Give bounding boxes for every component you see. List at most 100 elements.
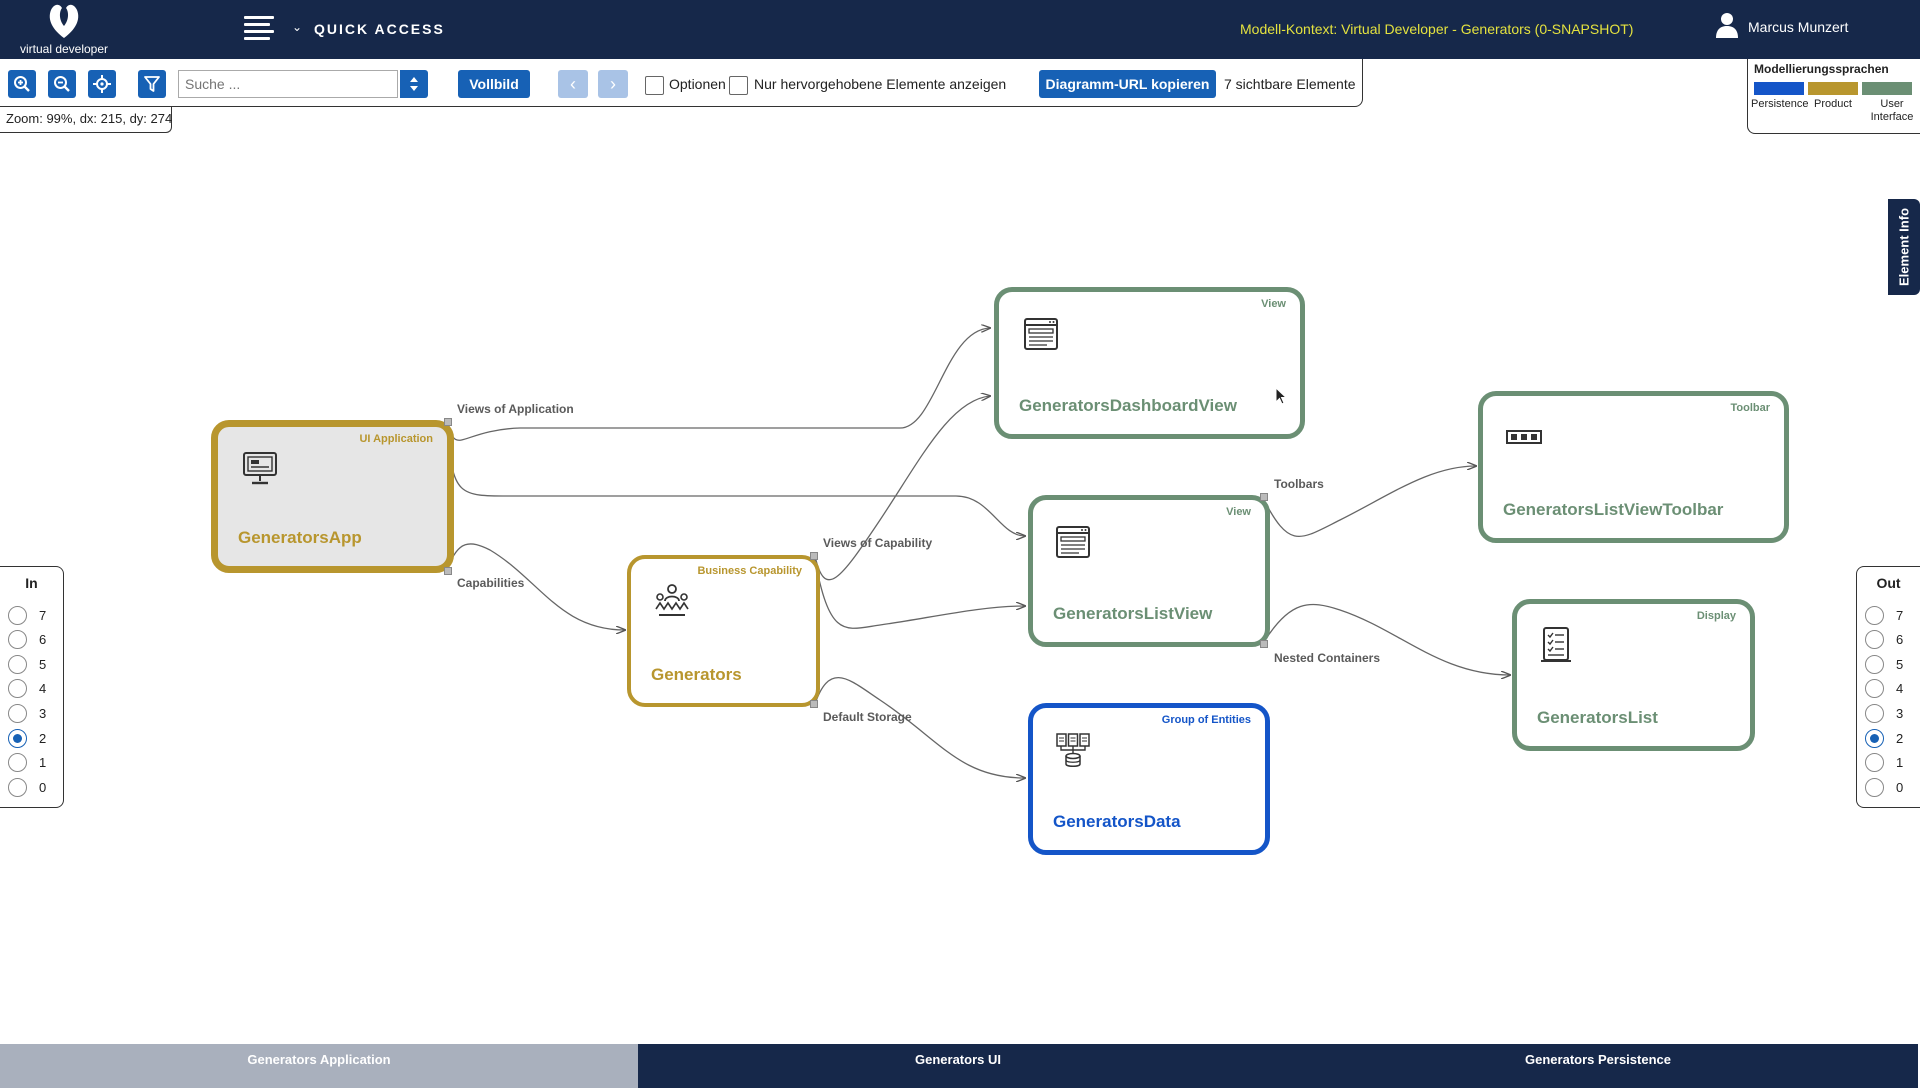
in-depth-option-7[interactable]: 7 [8,605,46,625]
out-depth-radio[interactable] [1865,753,1884,773]
edge-app-to-listview[interactable] [447,427,1025,536]
out-depth-label: 1 [1896,755,1904,771]
out-depth-radio[interactable] [1865,605,1884,625]
out-depth-radio[interactable] [1865,703,1884,723]
in-depth-option-4[interactable]: 4 [8,679,46,699]
in-depth-label: 0 [39,779,47,795]
out-depth-radio[interactable] [1865,777,1884,797]
options-checkbox[interactable] [645,76,664,95]
out-depth-option-3[interactable]: 3 [1865,703,1903,723]
edge-label-views-of-capability: Views of Capability [823,536,933,550]
node-generators-list[interactable]: Display GeneratorsList [1512,599,1755,751]
port [1260,493,1268,501]
in-depth-option-2[interactable]: 2 [8,728,46,748]
sort-arrows-icon [410,77,418,91]
edge-listview-to-toolbar[interactable] [1263,466,1476,538]
out-depth-option-5[interactable]: 5 [1865,654,1903,674]
user-name[interactable]: Marcus Munzert [1748,19,1849,35]
out-depth-title: Out [1876,575,1901,591]
ui-application-icon [243,452,277,485]
zoom-out-button[interactable] [48,70,76,98]
edge-label-default-storage: Default Storage [823,710,912,724]
out-depth-label: 6 [1896,632,1904,648]
node-name: GeneratorsData [1053,812,1181,831]
out-depth-option-0[interactable]: 0 [1865,777,1903,797]
in-depth-radio[interactable] [8,703,27,723]
in-depth-label: 6 [39,632,47,648]
out-depth-radio[interactable] [1865,728,1884,748]
legend-label-product: Product [1814,98,1852,110]
highlight-only-label: Nur hervorgehobene Elemente anzeigen [754,76,1007,92]
highlight-only-checkbox[interactable] [729,76,748,95]
node-generators[interactable]: Business Capability Generators [627,555,820,707]
node-generators-data[interactable]: Group of Entities GeneratorsData [1028,703,1270,855]
fit-to-screen-button[interactable] [88,70,116,98]
in-depth-radio[interactable] [8,605,27,625]
node-name: GeneratorsList [1537,708,1658,727]
out-depth-radio[interactable] [1865,654,1884,674]
in-depth-radio[interactable] [8,728,27,748]
back-button[interactable]: ‹ [558,70,588,98]
out-depth-label: 3 [1896,705,1904,721]
display-list-icon [1541,627,1571,662]
in-depth-label: 7 [39,607,47,623]
chevron-left-icon: ‹ [570,73,576,94]
legend-swatch-product [1808,82,1858,95]
model-tabs: Generators Application Generators UI Gen… [0,1044,1920,1088]
out-depth-option-7[interactable]: 7 [1865,605,1903,625]
out-depth-panel: Out 7 6 5 4 3 2 1 0 [1856,566,1920,808]
visible-elements-count: 7 sichtbare Elemente [1224,76,1356,92]
copy-diagram-url-button[interactable]: Diagramm-URL kopieren [1039,70,1216,98]
node-type-label: View [1226,506,1251,518]
in-depth-radio[interactable] [8,679,27,699]
node-generators-dashboard-view[interactable]: View GeneratorsDashboardView [994,287,1305,439]
node-generators-app[interactable]: UI Application GeneratorsApp [211,420,454,573]
in-depth-radio[interactable] [8,777,27,797]
edge-generators-to-dashboard[interactable] [814,396,990,581]
edge-generators-to-listview[interactable] [814,559,1025,629]
out-depth-option-1[interactable]: 1 [1865,753,1903,773]
node-generators-list-view[interactable]: View GeneratorsListView [1028,495,1270,647]
in-depth-radio[interactable] [8,654,27,674]
menu-icon[interactable] [244,16,274,42]
business-capability-icon [655,584,689,616]
out-depth-radio[interactable] [1865,630,1884,650]
legend-label-persistence: Persistence [1751,98,1809,110]
in-depth-option-3[interactable]: 3 [8,703,46,723]
out-depth-option-6[interactable]: 6 [1865,630,1903,650]
out-depth-radio[interactable] [1865,679,1884,699]
in-depth-radio[interactable] [8,753,27,773]
zoom-in-button[interactable] [8,70,36,98]
in-depth-option-1[interactable]: 1 [8,753,46,773]
search-input[interactable] [178,70,398,98]
node-type-label: Toolbar [1730,402,1770,414]
forward-button[interactable]: › [598,70,628,98]
node-generators-list-view-toolbar[interactable]: Toolbar GeneratorsListViewToolbar [1478,391,1789,543]
quick-access-button[interactable]: QUICK ACCESS [314,21,445,37]
edge-listview-to-list[interactable] [1263,603,1510,675]
in-depth-radio[interactable] [8,630,27,650]
toolbar-icon [1506,430,1542,444]
out-depth-option-2[interactable]: 2 [1865,728,1903,748]
in-depth-option-6[interactable]: 6 [8,630,46,650]
tab-generators-persistence[interactable]: Generators Persistence [1278,1044,1918,1088]
tab-generators-application[interactable]: Generators Application [0,1044,638,1088]
search-dropdown-button[interactable] [400,70,428,98]
chevron-down-icon[interactable]: ⌄ [292,20,303,34]
node-type-label: Display [1696,610,1736,622]
in-depth-option-5[interactable]: 5 [8,654,46,674]
filter-button[interactable] [138,70,166,98]
port [810,700,818,708]
out-depth-option-4[interactable]: 4 [1865,679,1903,699]
edge-app-to-generators[interactable] [447,543,625,630]
tab-generators-ui[interactable]: Generators UI [638,1044,1278,1088]
edge-app-to-dashboard[interactable] [447,328,990,441]
view-icon [1024,318,1058,350]
node-name: GeneratorsListView [1053,604,1213,623]
edge-generators-to-data[interactable] [814,677,1025,778]
logo[interactable]: virtual developer [18,0,110,58]
port [1260,640,1268,648]
user-icon[interactable] [1716,12,1738,38]
in-depth-option-0[interactable]: 0 [8,777,46,797]
fullscreen-button[interactable]: Vollbild [458,70,530,98]
